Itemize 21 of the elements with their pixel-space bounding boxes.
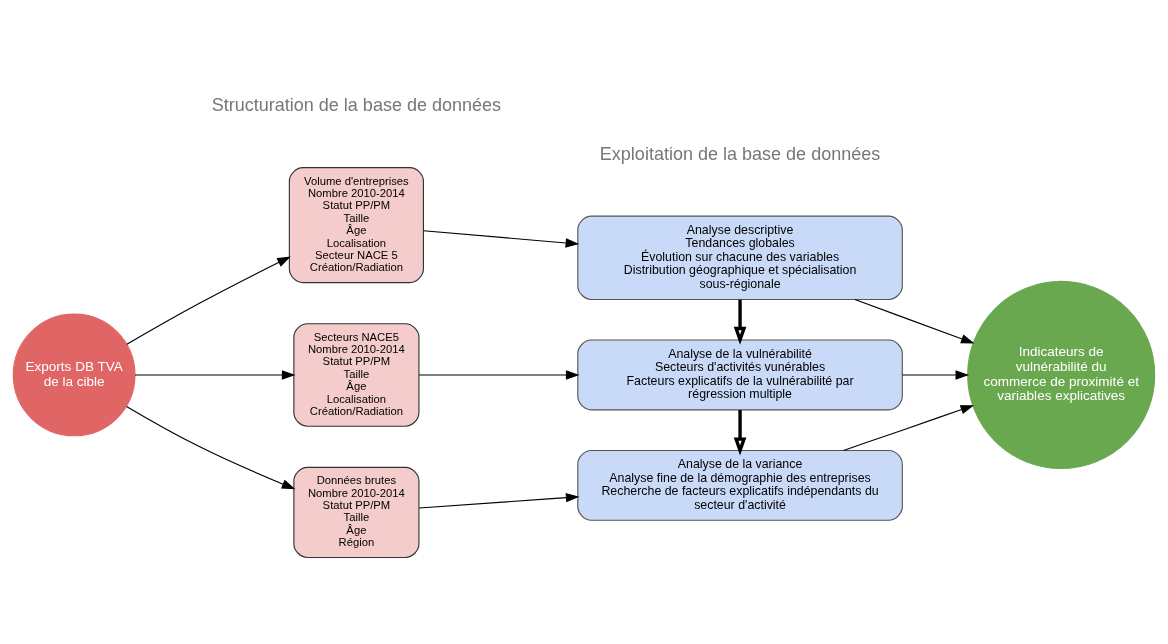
arrow (134, 370, 296, 380)
node-box: Secteurs NACE5 Nombre 2010-2014 Statut PP/PM Taille Âge Localisation Création/Radiation (293, 323, 420, 427)
node-box: Volume d'entreprises Nombre 2010-2014 Statut PP/PM Taille Âge Localisation Secteur NACE 5 Création/Radiation (288, 167, 424, 284)
arrow (733, 299, 747, 345)
arrow (854, 299, 975, 344)
node-box: Analyse de la variance Analyse fine de la démographie des entreprises Recherche de facteurs explicatifs indépendants du secteur d'activité (577, 449, 903, 521)
node-box: Données brutes Nombre 2010-2014 Statut PP/PM Taille Âge Région (293, 466, 420, 559)
arrow (422, 230, 580, 248)
arrow (842, 405, 975, 451)
node-circle: Indicateurs de vulnérabilité du commerce de proximité et variables explicatives (967, 280, 1156, 470)
label: Exploitation de la base de données (599, 143, 881, 164)
node-box: Analyse de la vulnérabilité Secteurs d'activités vunérables Facteurs explicatifs de la vulnérabilité par régression multiple (577, 339, 903, 411)
label: Structuration de la base de données (211, 95, 502, 116)
arrow (901, 370, 970, 380)
arrow (125, 405, 296, 490)
arrow (733, 410, 747, 456)
node-box: Analyse descriptive Tendances globales Évolution sur chacune des variables Distribution géographique et spécialisation sous-régionale (577, 215, 903, 301)
arrow (418, 492, 580, 509)
node-circle: Exports DB TVA de la cible (12, 313, 136, 437)
arrow (418, 370, 580, 380)
arrow (126, 256, 291, 345)
